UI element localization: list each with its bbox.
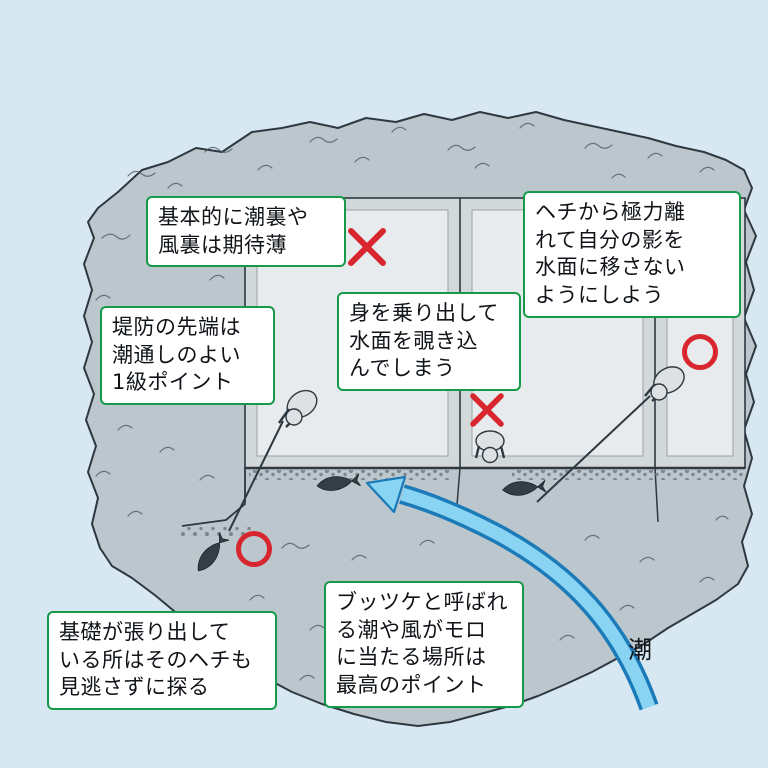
- callout-shade-warning: 基本的に潮裏や 風裏は期待薄: [146, 196, 346, 268]
- callout-base-overhang: 基礎が張り出して いる所はそのヘチも 見逃さずに探る: [47, 611, 277, 711]
- foundation-edge: [181, 468, 246, 527]
- angler-figure-back: [536, 366, 685, 503]
- tide-label: 潮: [628, 636, 653, 664]
- angler-head: [285, 408, 303, 426]
- angler-figure-leaning: [474, 430, 506, 464]
- callout-buttsuke-point: ブッツケと呼ばれ る潮や風がモロ に当たる場所は 最高のポイント: [324, 581, 524, 708]
- callout-tip-point: 堤防の先端は 潮通しのよい 1級ポイント: [100, 306, 275, 406]
- good-spot-circle-mark: [682, 334, 718, 370]
- bad-spot-x-mark: [470, 393, 504, 427]
- tide-arrow: [365, 475, 659, 711]
- angler-figure-tip: [228, 389, 318, 532]
- fishing-rod: [228, 420, 284, 532]
- callout-lean-over: 身を乗り出して 水面を覗き込 んでしまう: [337, 292, 521, 392]
- good-spot-circle-mark: [236, 531, 272, 567]
- fishing-rod: [536, 395, 651, 503]
- angler-head: [481, 446, 499, 464]
- edge-gravel: [180, 470, 743, 536]
- bad-spot-x-mark: [348, 228, 386, 266]
- angler-head: [650, 383, 668, 401]
- callout-hechi-shadow: ヘチから極力離 れて自分の影を 水面に移さない ようにしよう: [523, 191, 741, 318]
